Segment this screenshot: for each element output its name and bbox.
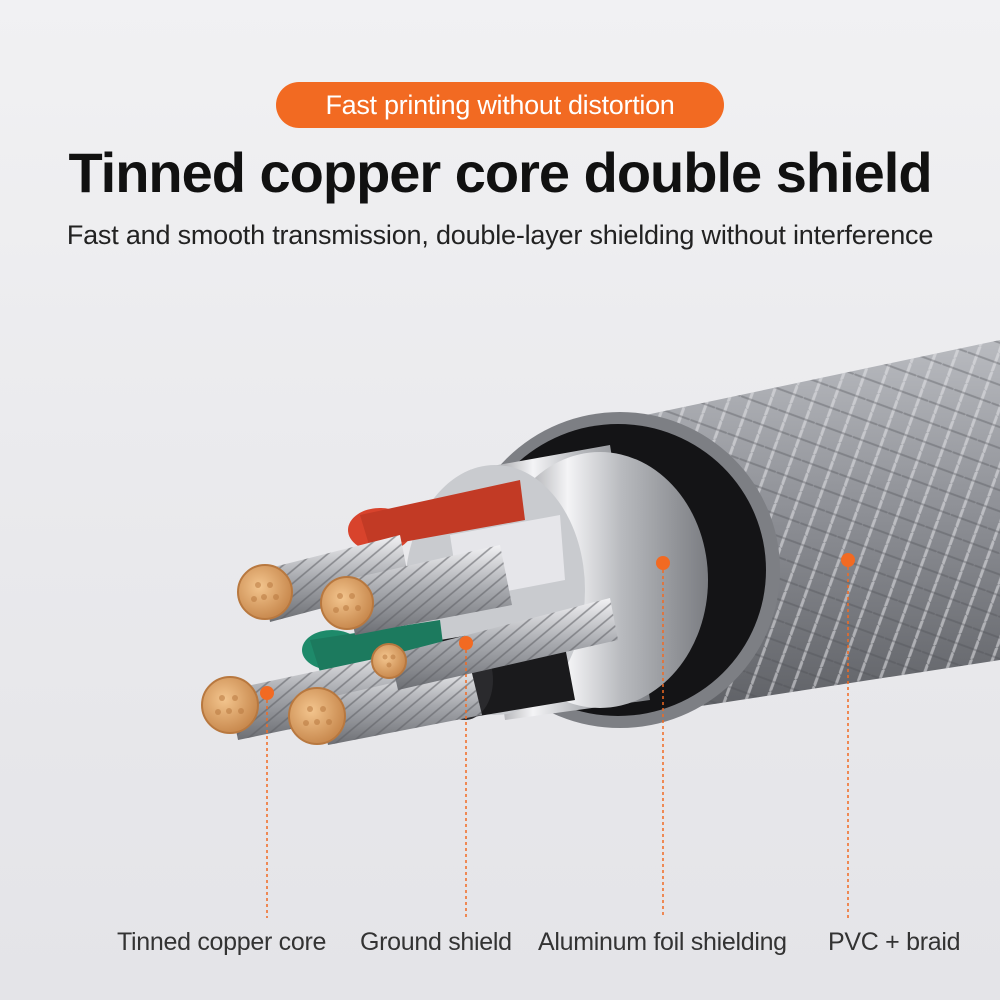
callout-dot-ground: [459, 636, 473, 650]
tinned-copper-cores: [201, 564, 407, 745]
callout-dot-copper: [260, 686, 274, 700]
label-pvc-braid: PVC + braid: [828, 928, 961, 956]
page-title: Tinned copper core double shield: [68, 141, 932, 204]
callout-leaders: [260, 553, 855, 918]
label-aluminum-foil-shielding: Aluminum foil shielding: [538, 928, 787, 956]
label-ground-shield: Ground shield: [360, 928, 512, 956]
callout-dot-foil: [656, 556, 670, 570]
feature-badge: Fast printing without distortion: [276, 82, 724, 128]
callout-dot-braid: [841, 553, 855, 567]
label-tinned-copper-core: Tinned copper core: [117, 928, 327, 956]
page-subtitle: Fast and smooth transmission, double-lay…: [66, 220, 934, 250]
